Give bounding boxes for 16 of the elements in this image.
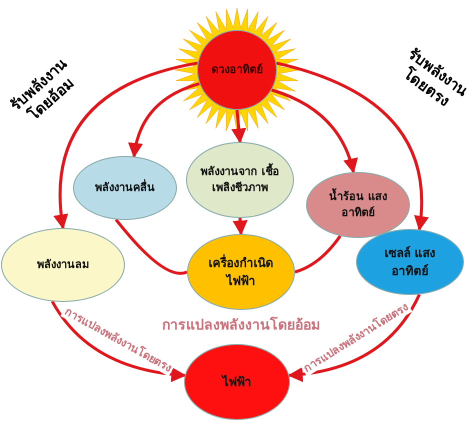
arrow <box>54 62 198 230</box>
arrow <box>288 294 421 382</box>
node-label: เครื่องกำเนิด ไฟฟ้า <box>208 254 274 290</box>
node-label: ไฟฟ้า <box>222 374 252 391</box>
node-label: พลังงานจาก เชื้อเพลิงชีวภาพ <box>200 164 280 196</box>
node-label: พลังงานลม <box>37 256 89 273</box>
node-label: น้ำร้อน แสงอาทิตย์ <box>328 188 388 221</box>
node-label: ดวงอาทิตย์ <box>212 62 262 78</box>
arrow <box>128 82 200 158</box>
node-label: เซลล์ แสงอาทิตย์ <box>383 245 437 280</box>
arrow <box>276 62 428 231</box>
arrow <box>232 218 248 236</box>
arrow <box>50 300 186 382</box>
arrow <box>231 110 246 144</box>
node-label: พลังงานคลื่น <box>95 180 155 196</box>
arrow <box>271 88 358 174</box>
